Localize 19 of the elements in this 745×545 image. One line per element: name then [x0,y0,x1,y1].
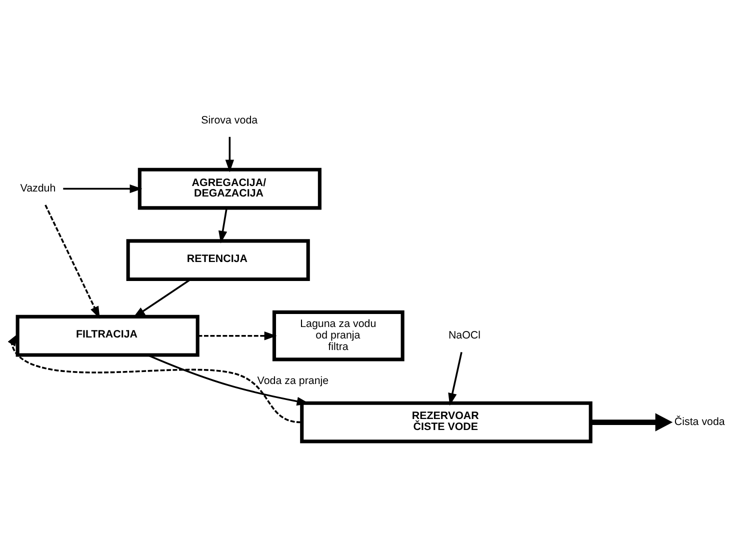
node-text: Vazduh [20,182,56,194]
arrow [225,136,234,172]
arrow [590,412,673,431]
node-text: Sirova voda [201,114,258,126]
node-text: Čista voda [674,416,725,428]
arrow [44,204,100,318]
arrow [198,330,277,340]
arrow [448,352,462,406]
arrow [63,184,142,193]
node-box: AGREGACIJA/ DEGAZACIJA [138,167,322,210]
node-box: REZERVOAR ČISTE VODE [300,400,592,443]
arrow [8,333,302,423]
node-text: NaOCl [448,329,481,342]
arrow [218,208,228,243]
node-box: RETENCIJA [126,238,310,281]
edge-label: Voda za pranje [257,374,329,387]
node-box: Laguna za vodu od pranja filtra [272,310,404,361]
arrow [132,278,192,318]
node-box: FILTRACIJA [16,314,200,356]
